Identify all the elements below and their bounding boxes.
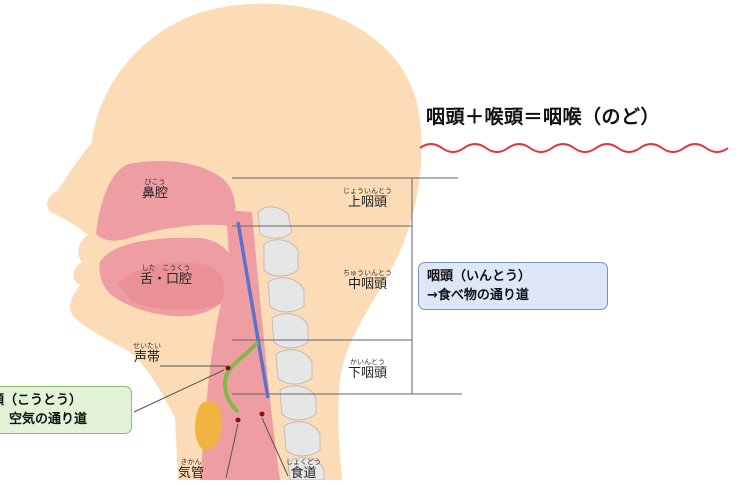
larynx-callout-title: 頭（こうとう） <box>0 393 83 408</box>
epipharynx-ruby: じょういんとう <box>343 187 392 195</box>
vertebra <box>271 313 309 349</box>
epipharynx-label: じょういんとう 上咽頭 <box>343 187 392 210</box>
vertebra <box>257 206 293 239</box>
larynx-callout-desc: 空気の通り道 <box>9 412 88 427</box>
mesopharynx-ruby: ちゅういんとう <box>343 269 392 277</box>
hypopharynx-label: かいんとう 下咽頭 <box>348 358 387 381</box>
mesopharynx-label: ちゅういんとう 中咽頭 <box>343 269 392 292</box>
pharynx-callout-title: 咽頭（いんとう） <box>427 269 532 284</box>
esophagus-ruby: しょくどう <box>286 458 321 466</box>
vertebra <box>275 349 313 385</box>
larynx-box-pointer <box>133 369 225 413</box>
epipharynx-text: 上咽頭 <box>347 195 387 210</box>
esophagus-dot <box>259 411 265 417</box>
trachea-text: 気管 <box>178 466 205 481</box>
hypopharynx-text: 下咽頭 <box>348 366 388 381</box>
vocal-cords-text: 声帯 <box>133 350 160 365</box>
larynx-dot <box>225 365 231 371</box>
wavy-underline <box>419 143 729 153</box>
thyroid-cartilage <box>195 400 222 451</box>
trachea-label: きかん 気管 <box>178 458 204 481</box>
larynx-line <box>223 340 260 414</box>
tongue-mouth-ruby: した こうくう <box>141 264 191 272</box>
pharynx-callout: 咽頭（いんとう） →食べ物の通り道 <box>418 262 608 310</box>
vertebra <box>267 277 305 313</box>
pharynx-callout-desc: →食べ物の通り道 <box>427 288 529 303</box>
vertebra <box>263 239 299 277</box>
vocal-cords-label: せいたい 声帯 <box>133 342 161 365</box>
nasal-cavity <box>96 160 236 241</box>
larynx-callout: 頭（こうとう） 空気の通り道 <box>0 386 132 434</box>
hypopharynx-ruby: かいんとう <box>350 358 385 366</box>
vocal-cords-ruby: せいたい <box>133 342 161 350</box>
vertebrae <box>257 206 325 481</box>
tongue-mouth-text: 舌・口腔 <box>140 272 193 287</box>
nasal-cavity-label: びこう 鼻腔 <box>142 178 168 201</box>
mesopharynx-text: 中咽頭 <box>347 277 387 292</box>
region-guides <box>232 177 462 395</box>
tongue-mouth-label: した こうくう 舌・口腔 <box>140 264 192 287</box>
esophagus-text: 食道 <box>290 466 317 481</box>
nasal-cavity-ruby: びこう <box>144 178 166 186</box>
equation-title: 咽頭＋喉頭＝咽喉（のど） <box>426 106 661 128</box>
esophagus-pointer <box>261 417 289 477</box>
vertebra <box>287 457 325 481</box>
vertebra <box>279 385 317 421</box>
vertebra <box>283 421 321 457</box>
nasal-cavity-text: 鼻腔 <box>142 186 169 201</box>
trachea-dot <box>235 417 241 423</box>
trachea-pointer <box>225 423 239 479</box>
tongue-shape <box>118 262 225 310</box>
trachea-ruby: きかん <box>180 458 202 466</box>
pharynx-line <box>236 221 270 399</box>
oral-cavity <box>99 237 239 317</box>
esophagus-label: しょくどう 食道 <box>286 458 321 481</box>
